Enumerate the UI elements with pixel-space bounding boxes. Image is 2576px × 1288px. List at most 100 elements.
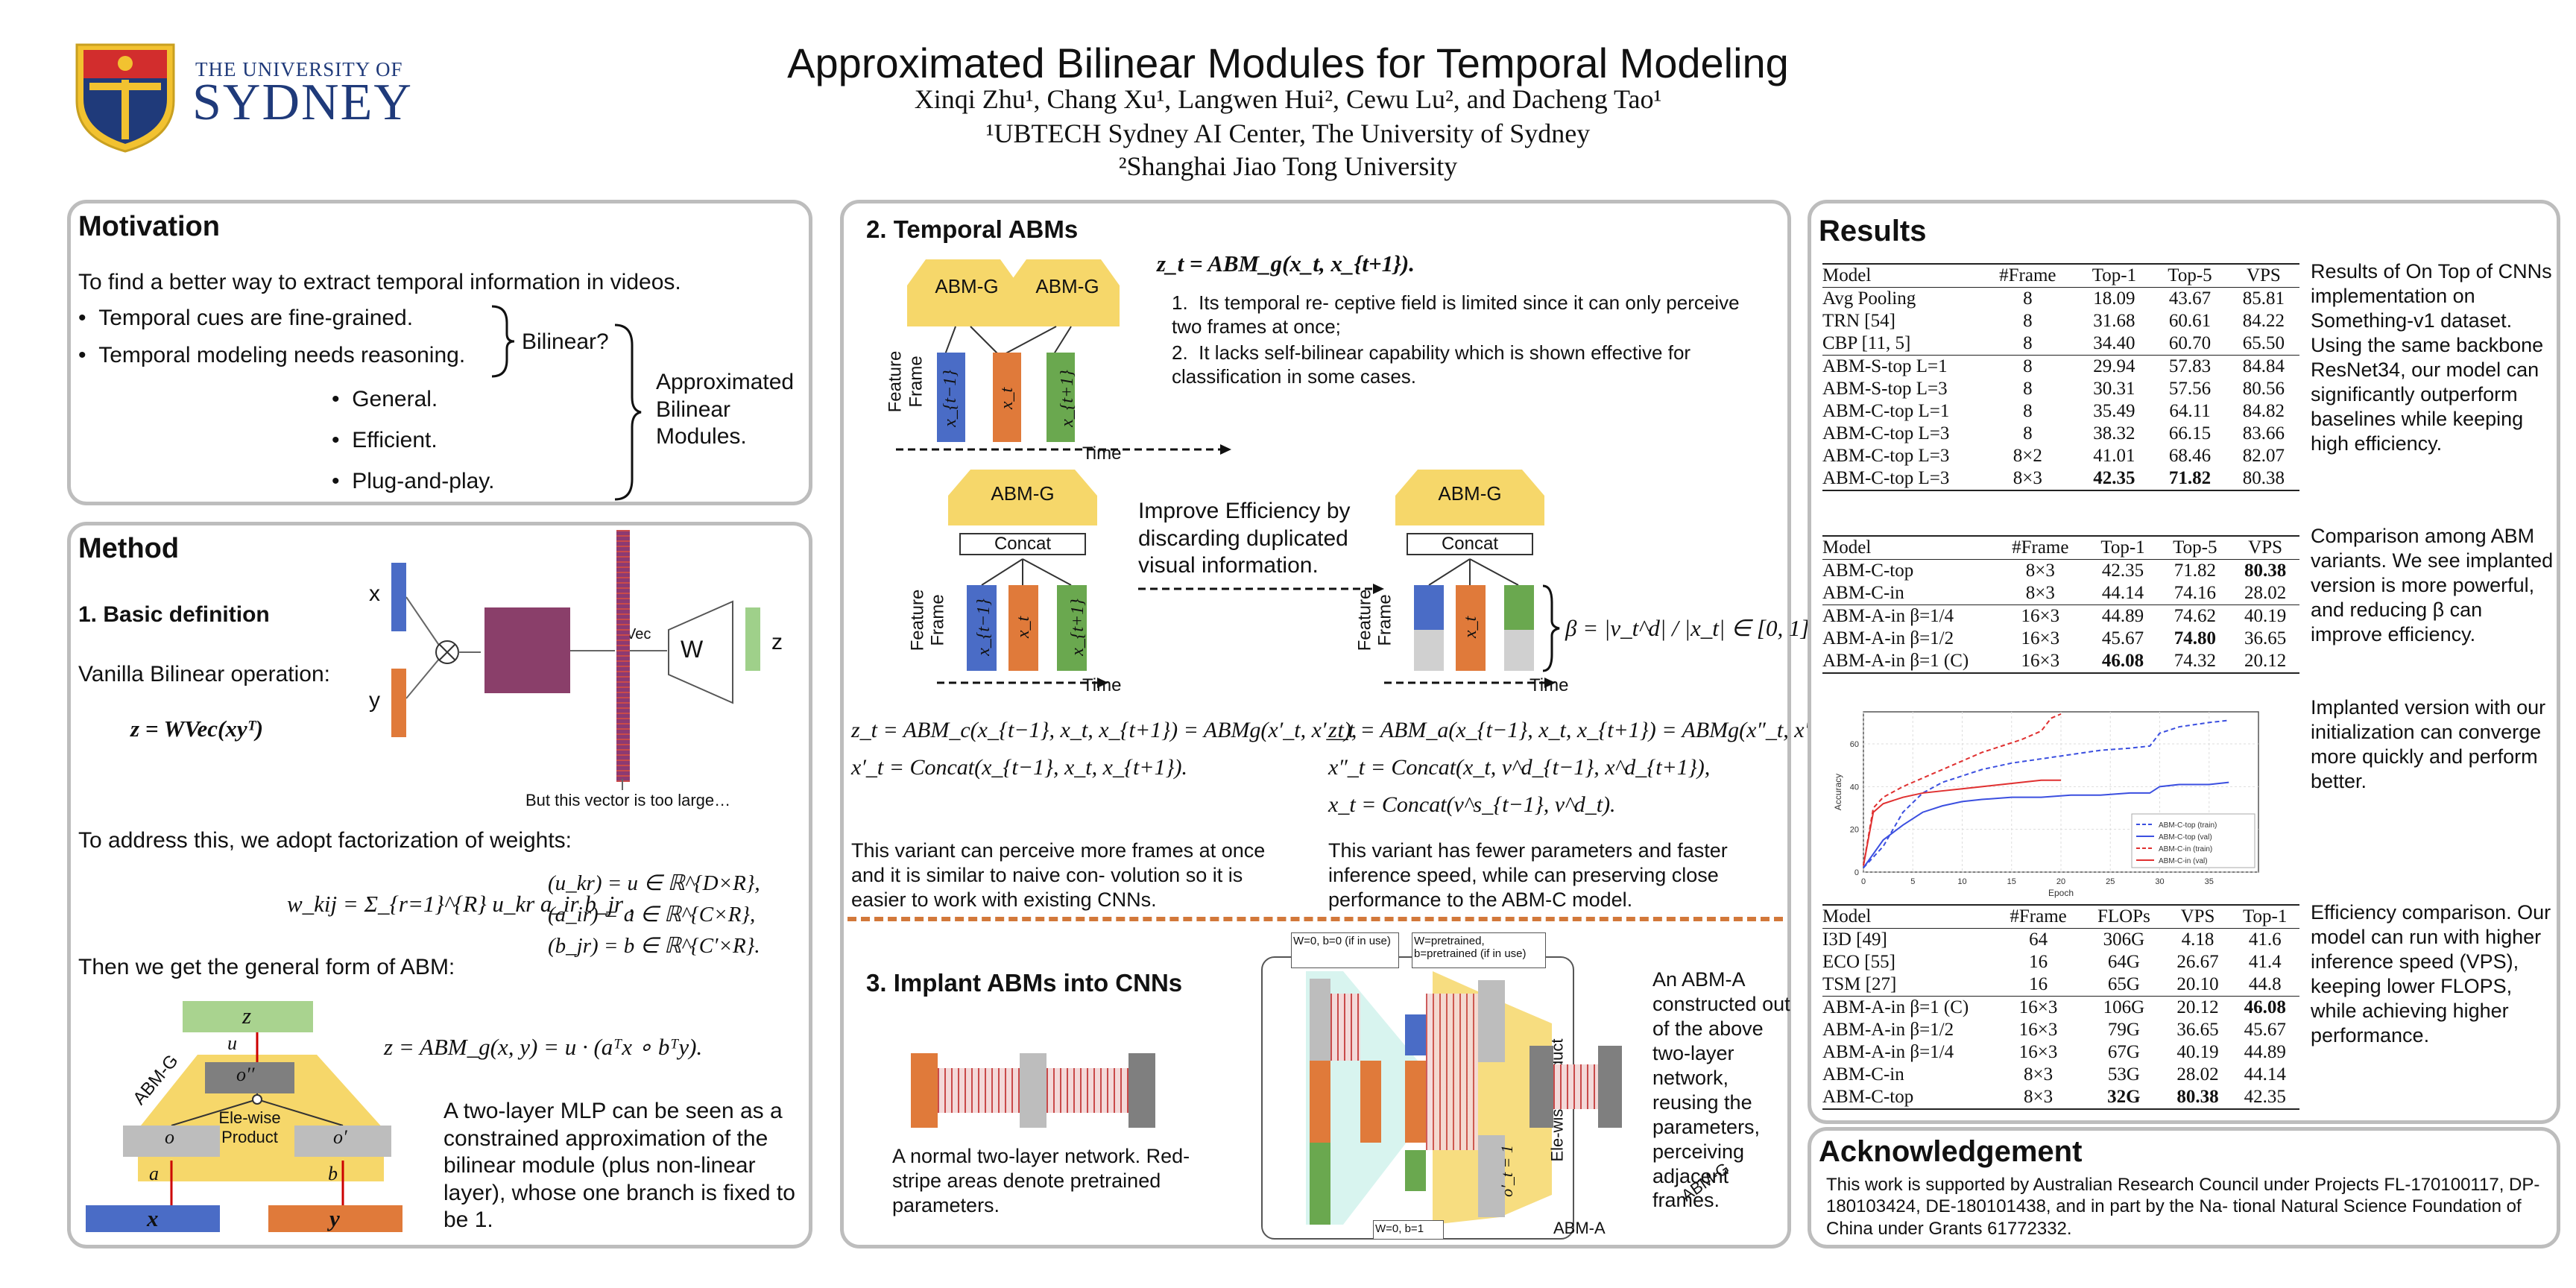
implant-x-t <box>1360 1061 1381 1143</box>
fig-c-xt <box>1008 585 1038 671</box>
eq-abm-c-1: z_t = ABM_c(x_{t−1}, x_t, x_{t+1}) = ABM… <box>851 718 1357 742</box>
implant-abma-label: ABM-A <box>1553 1219 1606 1237</box>
fig-a-time-label: Time <box>1530 675 1569 695</box>
dia-o1-box <box>294 1126 391 1157</box>
motivation-bullet-1: • Temporal cues are fine-grained. <box>78 306 414 330</box>
motivation-intro: To find a better way to extract temporal… <box>78 270 681 294</box>
chart-x-label: Epoch <box>2048 888 2074 898</box>
fig-c-xt-1-label: x_{t−1} <box>973 599 994 656</box>
fig-abm-g-label-1: ABM-G <box>935 275 999 297</box>
results-table-1: Model #Frame Top-1 Top-5 VPS Avg Pooling… <box>1822 263 2299 491</box>
implant-o-t <box>1478 980 1505 1062</box>
implant-v-t-1 <box>1310 979 1330 1061</box>
eq-factorization: w_kij = Σ_{r=1}^{R} u_kr a_ir b_jr , <box>287 891 635 917</box>
ack-text: This work is supported by Australian Res… <box>1826 1175 2540 1239</box>
fig-outer-product <box>484 607 570 693</box>
dia-o1-label: o′ <box>333 1126 347 1148</box>
method-vanilla: Vanilla Bilinear operation: <box>78 662 330 686</box>
eq-temporal-g: z_t = ABM_g(x_t, x_{t+1}). <box>1157 250 1415 277</box>
dia-y-box <box>268 1205 402 1232</box>
fig-a-brace <box>1542 584 1560 672</box>
fig-g-xt1-label: x_{t+1} <box>1057 370 1077 427</box>
fig-y-vector <box>391 669 406 737</box>
t3-head-1: #Frame <box>1994 904 2083 929</box>
motivation-sub-3: • Plug-and-play. <box>332 469 495 493</box>
chart-x-tick: 25 <box>2106 877 2115 886</box>
fig-g-xt <box>993 353 1021 442</box>
method-panel: Method 1. Basic definition Vanilla Bilin… <box>67 522 812 1248</box>
crest-icon <box>75 43 175 153</box>
logo-line1: THE UNIVERSITY OF <box>195 58 403 80</box>
implant-x-t-1 <box>1310 1061 1330 1143</box>
method-address: To address this, we adopt factorization … <box>78 828 572 853</box>
fig-arrows <box>570 650 667 790</box>
section-divider <box>847 917 1783 921</box>
fig-a-xt-label: x_t <box>1461 616 1481 639</box>
fig-a-concat-box <box>1407 533 1533 555</box>
chart-y-tick: 60 <box>1850 740 1859 749</box>
method-mlp-note: A two-layer MLP can be seen as a constra… <box>443 1099 795 1233</box>
fig-z-vector <box>745 607 760 671</box>
chart-series-line <box>1863 781 2229 868</box>
fig-a-feature-label: Feature <box>1354 589 1375 651</box>
t2-head-1: #Frame <box>1994 535 2087 560</box>
chart-x-tick: 5 <box>1910 877 1915 886</box>
implant-o1-t <box>1478 1135 1505 1217</box>
fig-vec-label: Vec <box>626 626 651 643</box>
dia-x-label: x <box>147 1205 159 1231</box>
dia-o-box <box>123 1126 220 1157</box>
implant-z <box>1598 1046 1622 1128</box>
eq-vanilla: z = WVec(xyᵀ) <box>130 716 264 742</box>
implant-x-t-center <box>1405 1061 1426 1143</box>
t1-head-0: Model <box>1822 263 1979 288</box>
results-panel: Results Model #Frame Top-1 Top-5 VPS Avg… <box>1808 200 2560 1124</box>
motivation-panel: Motivation To find a better way to extra… <box>67 200 812 505</box>
chart-x-tick: 15 <box>2007 877 2016 886</box>
eq-b: (b_jr) = b ∈ ℝ^{C′×R}. <box>548 934 760 958</box>
chart-y-tick: 40 <box>1850 783 1859 792</box>
dia-a-label: a <box>149 1163 159 1184</box>
chart-x-tick: 20 <box>2056 877 2065 886</box>
too-large-note: But this vector is too large… <box>525 791 731 809</box>
fig-a-xt <box>1456 585 1486 671</box>
normal-weights-1 <box>938 1068 1020 1113</box>
eq-abm-general: z = ABM_g(x, y) = u · (aᵀx ∘ bᵀy). <box>384 1034 703 1060</box>
chart-y-label: Accuracy <box>1833 774 1843 810</box>
implant-wpre-note: W=pretrained, b=pretrained (if in use) <box>1412 932 1546 968</box>
fig-c-abmg-label: ABM-G <box>991 482 1055 505</box>
fig-c-concat-label: Concat <box>994 534 1052 554</box>
fig-w-label: W <box>681 636 704 663</box>
chart-y-tick: 0 <box>1854 868 1859 877</box>
dia-elewise-label: Ele-wise Product <box>218 1108 281 1146</box>
temporal-panel: 2. Temporal ABMs ABM-G ABM-G x_{t−1} x_t… <box>840 200 1844 1248</box>
motivation-title: Motivation <box>78 211 220 242</box>
implant-o1-eq: o′_t = 1 <box>1497 1145 1516 1197</box>
brace-icon-large <box>614 323 642 501</box>
t3-head-2: FLOPs <box>2083 904 2165 929</box>
poster-affiliation-1: ¹UBTECH Sydney AI Center, The University… <box>985 119 1591 148</box>
implant-w-3 <box>1553 1064 1598 1109</box>
implant-v-t1 <box>1310 1143 1330 1225</box>
fig-a-time-arrow <box>1384 678 1556 688</box>
brace-icon <box>491 305 515 378</box>
ack-title: Acknowledgement <box>1819 1135 2083 1168</box>
t1-head-2: Top-1 <box>2076 263 2153 288</box>
implant-w-1 <box>1330 994 1360 1061</box>
implant-desc: An ABM-A constructed out of the above tw… <box>1652 968 1790 1212</box>
fig-a-frame-label: Frame <box>1374 594 1395 646</box>
results-title: Results <box>1819 215 1927 247</box>
temporal-title: 2. Temporal ABMs <box>866 215 1079 243</box>
results-t2-desc: Comparison among ABM variants. We see im… <box>2311 525 2554 645</box>
